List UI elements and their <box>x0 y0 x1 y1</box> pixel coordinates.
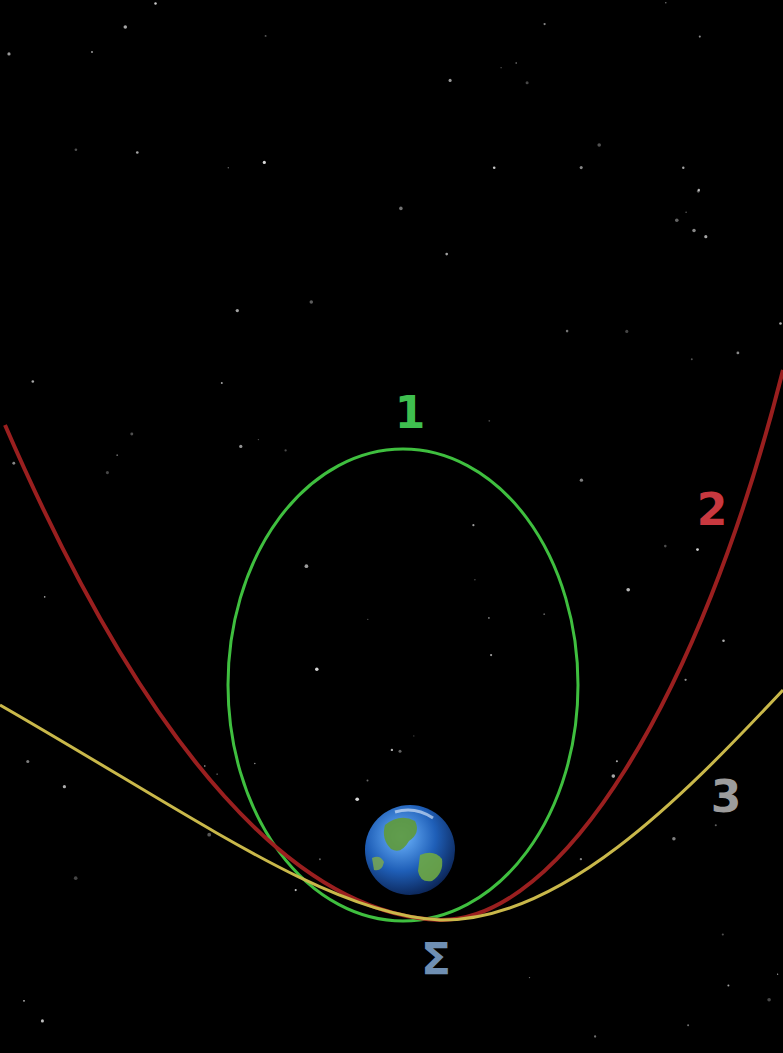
star <box>515 62 517 64</box>
star <box>44 596 46 598</box>
star <box>488 617 490 619</box>
star <box>722 640 725 643</box>
star <box>239 445 242 448</box>
earth <box>365 805 455 895</box>
star <box>216 773 217 774</box>
star <box>685 211 686 212</box>
star <box>580 479 583 482</box>
star <box>500 67 501 68</box>
star <box>91 51 93 53</box>
star <box>74 876 78 880</box>
star <box>23 1000 25 1002</box>
star <box>687 1024 689 1026</box>
star <box>698 189 700 191</box>
star <box>254 763 256 765</box>
star-field <box>7 2 781 1038</box>
star <box>130 432 133 435</box>
star <box>284 449 286 451</box>
star <box>722 933 724 935</box>
star <box>597 143 601 147</box>
star <box>696 548 699 551</box>
orbit-number: 3 <box>711 775 742 819</box>
star <box>391 749 393 751</box>
star <box>399 750 402 753</box>
point-label: Σ <box>421 938 451 982</box>
star <box>75 148 78 151</box>
star <box>295 889 297 891</box>
star <box>355 797 359 801</box>
star <box>32 380 35 383</box>
star <box>315 667 319 671</box>
star <box>154 2 157 5</box>
star <box>691 358 693 360</box>
star <box>228 167 229 168</box>
star <box>399 207 403 211</box>
star <box>449 79 452 82</box>
star <box>580 858 582 860</box>
star <box>12 462 15 465</box>
star <box>543 23 545 25</box>
star <box>474 579 475 580</box>
star <box>265 35 267 37</box>
star <box>675 218 679 222</box>
star <box>124 25 128 29</box>
star <box>566 330 569 333</box>
orbit-number: 1 <box>395 391 426 435</box>
star <box>727 984 729 986</box>
star <box>736 351 739 354</box>
star <box>263 161 266 164</box>
star <box>106 471 109 474</box>
star <box>63 785 66 788</box>
star <box>665 2 667 4</box>
star <box>258 439 259 440</box>
star <box>367 619 368 620</box>
star <box>611 774 615 778</box>
star <box>221 382 223 384</box>
star <box>116 454 118 456</box>
star <box>616 760 618 762</box>
hyperbolic-trajectory <box>0 690 783 920</box>
star <box>625 330 628 333</box>
orbit-number: 2 <box>697 488 728 532</box>
star <box>715 824 717 826</box>
star <box>413 735 414 736</box>
star <box>526 81 529 84</box>
star <box>367 779 369 781</box>
star <box>445 253 448 256</box>
star <box>779 322 782 325</box>
star <box>777 974 778 975</box>
star <box>236 309 239 312</box>
star <box>682 167 684 169</box>
star <box>41 1019 44 1022</box>
star <box>207 833 211 837</box>
star <box>529 977 530 978</box>
star <box>692 229 696 233</box>
star <box>204 765 205 766</box>
star <box>472 524 474 526</box>
parabolic-trajectory <box>5 370 783 920</box>
star <box>136 151 139 154</box>
star <box>626 588 630 592</box>
star <box>310 300 314 304</box>
star <box>488 420 490 422</box>
star <box>699 36 701 38</box>
star <box>7 52 10 55</box>
star <box>664 545 667 548</box>
star <box>319 858 321 860</box>
star <box>305 564 309 568</box>
star <box>672 837 676 841</box>
star <box>684 679 686 681</box>
star <box>543 613 545 615</box>
star <box>704 235 707 238</box>
star <box>493 166 496 169</box>
star <box>767 998 771 1002</box>
star <box>490 654 492 656</box>
star <box>26 760 29 763</box>
star <box>594 1035 596 1037</box>
star <box>580 166 583 169</box>
